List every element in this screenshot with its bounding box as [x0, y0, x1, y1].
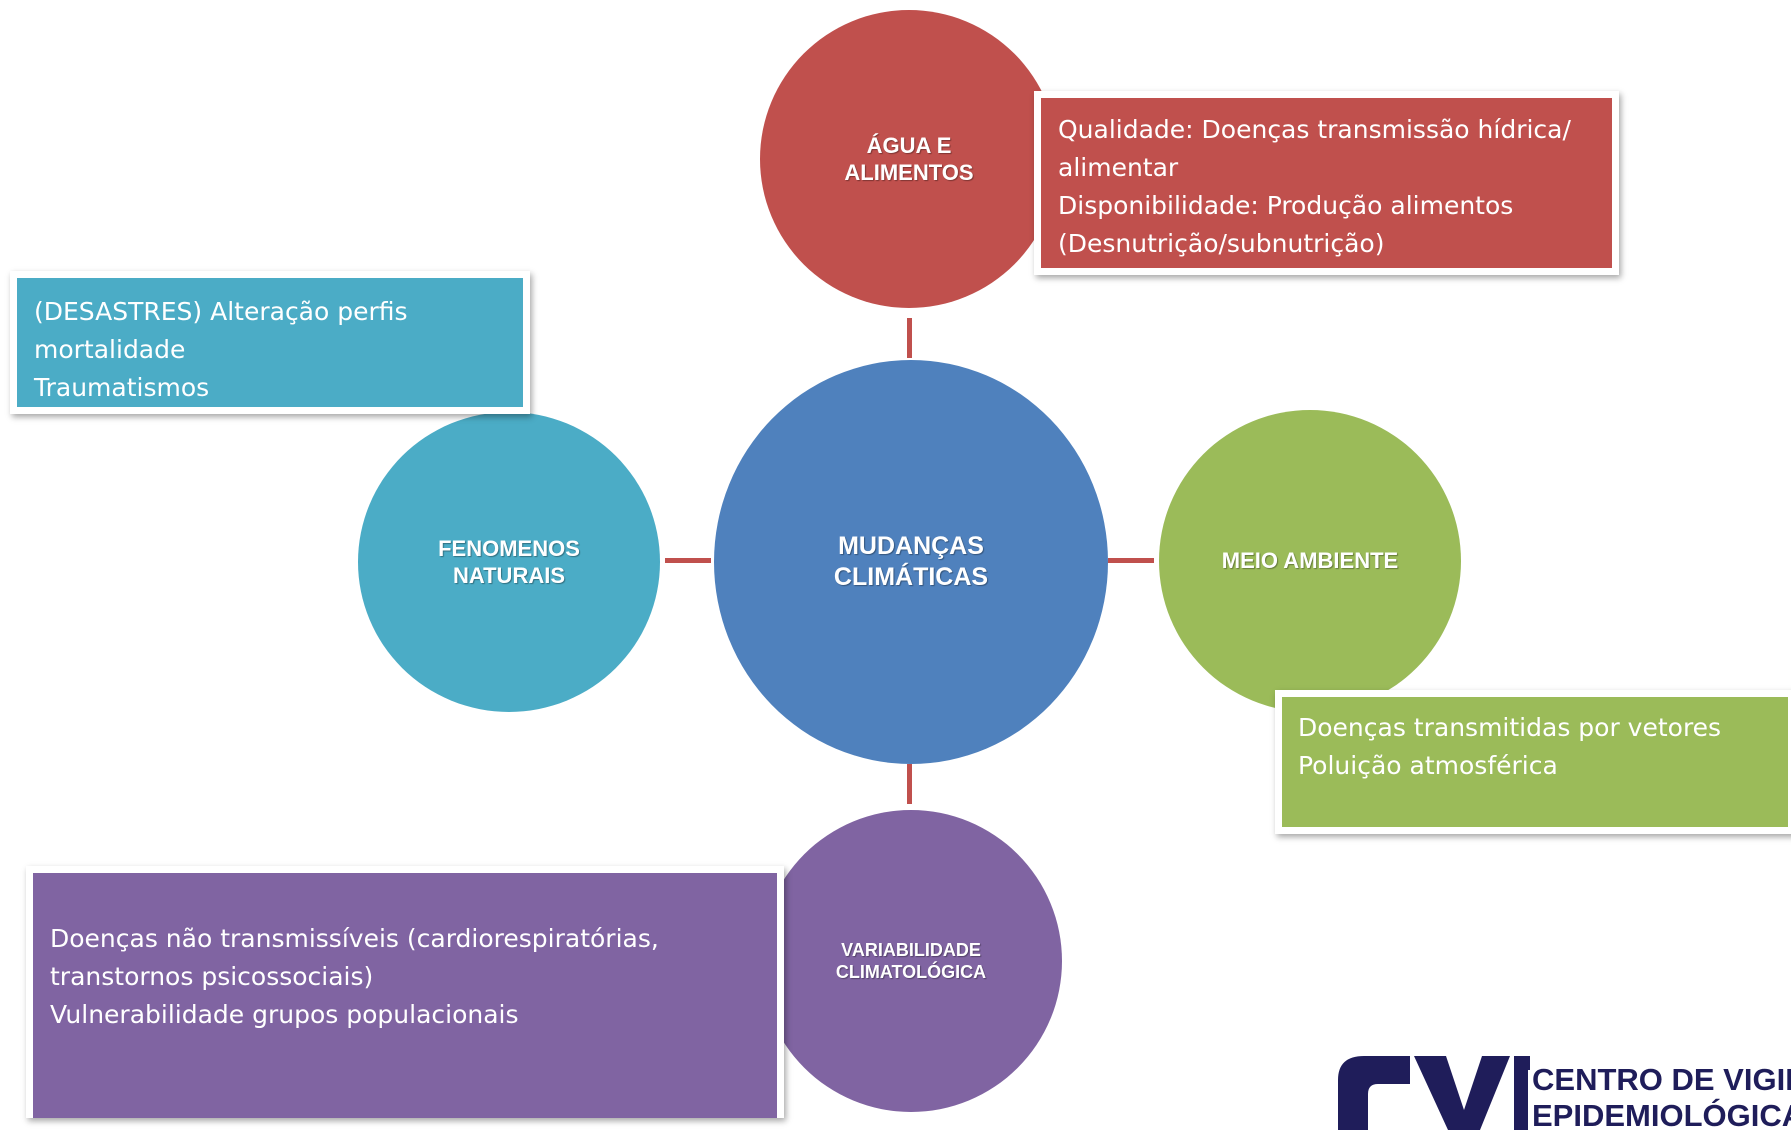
box-fenomenos-line-1: (DESASTRES) Alteração perfis [34, 297, 408, 326]
connector-right [1108, 558, 1154, 563]
box-agua-line-1: Qualidade: Doenças transmissão hídrica/ [1058, 115, 1571, 144]
connector-left [665, 558, 711, 563]
node-meio-ambiente: MEIO AMBIENTE [1159, 410, 1461, 712]
box-meio-line-2: Poluição atmosférica [1298, 751, 1558, 780]
node-variabilidade-label: VARIABILIDADE CLIMATOLÓGICA [835, 939, 987, 983]
logo-text-line-2: EPIDEMIOLÓGICA [1532, 1098, 1791, 1133]
box-variabilidade-line-1: Doenças não transmissíveis (cardiorespir… [50, 924, 659, 953]
box-meio-line-1: Doenças transmitidas por vetores [1298, 713, 1722, 742]
node-mudancas-climaticas: MUDANÇAS CLIMÁTICAS [714, 360, 1108, 764]
box-agua-line-3: Disponibilidade: Produção alimentos [1058, 191, 1514, 220]
box-variabilidade-climatologica: Doenças não transmissíveis (cardiorespir… [26, 866, 784, 1118]
box-meio-ambiente: Doenças transmitidas por vetores Poluiçã… [1275, 690, 1791, 834]
box-agua-line-2: alimentar [1058, 153, 1179, 182]
center-label: MUDANÇAS CLIMÁTICAS [833, 531, 989, 591]
node-agua-alimentos: ÁGUA E ALIMENTOS [760, 10, 1058, 308]
node-variabilidade-climatologica: VARIABILIDADE CLIMATOLÓGICA [760, 810, 1062, 1112]
box-variabilidade-line-2: transtornos psicossociais) [50, 962, 374, 991]
connector-bottom [907, 764, 912, 804]
node-agua-label: ÁGUA E ALIMENTOS [844, 132, 974, 186]
box-agua-alimentos: Qualidade: Doenças transmissão hídrica/ … [1034, 91, 1619, 275]
node-fenomenos-label: FENOMENOS NATURAIS [438, 535, 580, 589]
node-fenomenos-naturais: FENOMENOS NATURAIS [358, 412, 660, 712]
connector-top [907, 318, 912, 358]
cve-logo-icon [1338, 1056, 1530, 1130]
logo-text-line-1: CENTRO DE VIGILÂN [1532, 1062, 1791, 1097]
box-agua-line-4: (Desnutrição/subnutrição) [1058, 229, 1385, 258]
box-fenomenos-naturais: (DESASTRES) Alteração perfis mortalidade… [10, 271, 530, 414]
box-fenomenos-line-2: mortalidade [34, 335, 186, 364]
box-fenomenos-line-3: Traumatismos [34, 373, 210, 402]
node-meio-label: MEIO AMBIENTE [1221, 548, 1399, 574]
box-variabilidade-line-3: Vulnerabilidade grupos populacionais [50, 1000, 519, 1029]
